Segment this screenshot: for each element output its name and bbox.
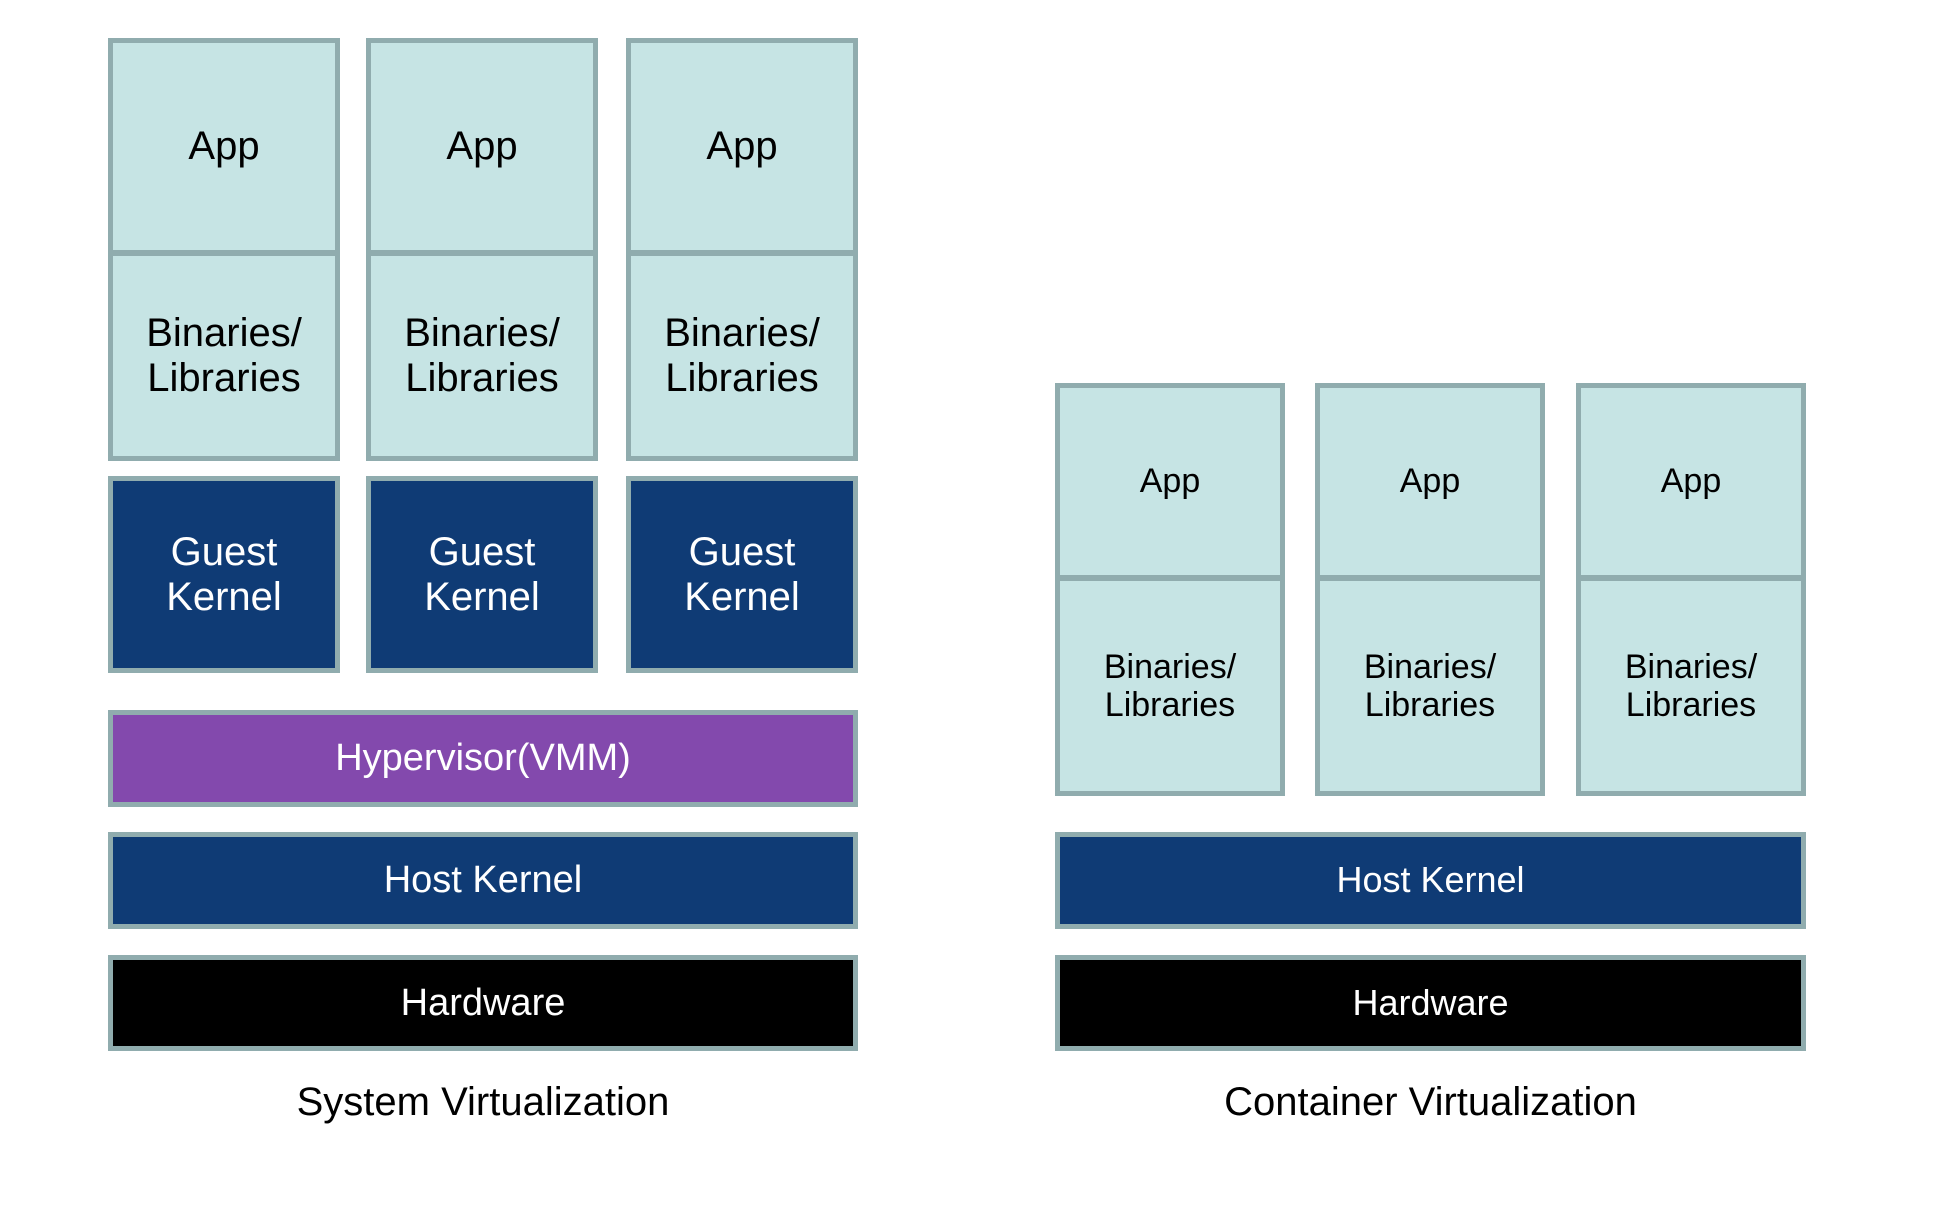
host-kernel-band[interactable]: Host Kernel: [1055, 832, 1806, 929]
app-box[interactable]: App: [1055, 383, 1285, 578]
binaries-libraries-box[interactable]: Binaries/ Libraries: [626, 253, 858, 461]
hardware-band[interactable]: Hardware: [108, 955, 858, 1051]
app-box[interactable]: App: [366, 38, 598, 253]
hypervisor-band[interactable]: Hypervisor(VMM): [108, 710, 858, 807]
binaries-libraries-box[interactable]: Binaries/ Libraries: [366, 253, 598, 461]
app-box[interactable]: App: [1315, 383, 1545, 578]
app-box[interactable]: App: [1576, 383, 1806, 578]
binaries-libraries-box[interactable]: Binaries/ Libraries: [1576, 578, 1806, 796]
host-kernel-band[interactable]: Host Kernel: [108, 832, 858, 929]
binaries-libraries-box[interactable]: Binaries/ Libraries: [1055, 578, 1285, 796]
app-box[interactable]: App: [108, 38, 340, 253]
container-virtualization-caption: Container Virtualization: [1224, 1080, 1637, 1124]
guest-kernel-box[interactable]: Guest Kernel: [366, 476, 598, 673]
system-virtualization-caption: System Virtualization: [296, 1080, 670, 1124]
hardware-band[interactable]: Hardware: [1055, 955, 1806, 1051]
app-box[interactable]: App: [626, 38, 858, 253]
binaries-libraries-box[interactable]: Binaries/ Libraries: [1315, 578, 1545, 796]
guest-kernel-box[interactable]: Guest Kernel: [108, 476, 340, 673]
guest-kernel-box[interactable]: Guest Kernel: [626, 476, 858, 673]
binaries-libraries-box[interactable]: Binaries/ Libraries: [108, 253, 340, 461]
